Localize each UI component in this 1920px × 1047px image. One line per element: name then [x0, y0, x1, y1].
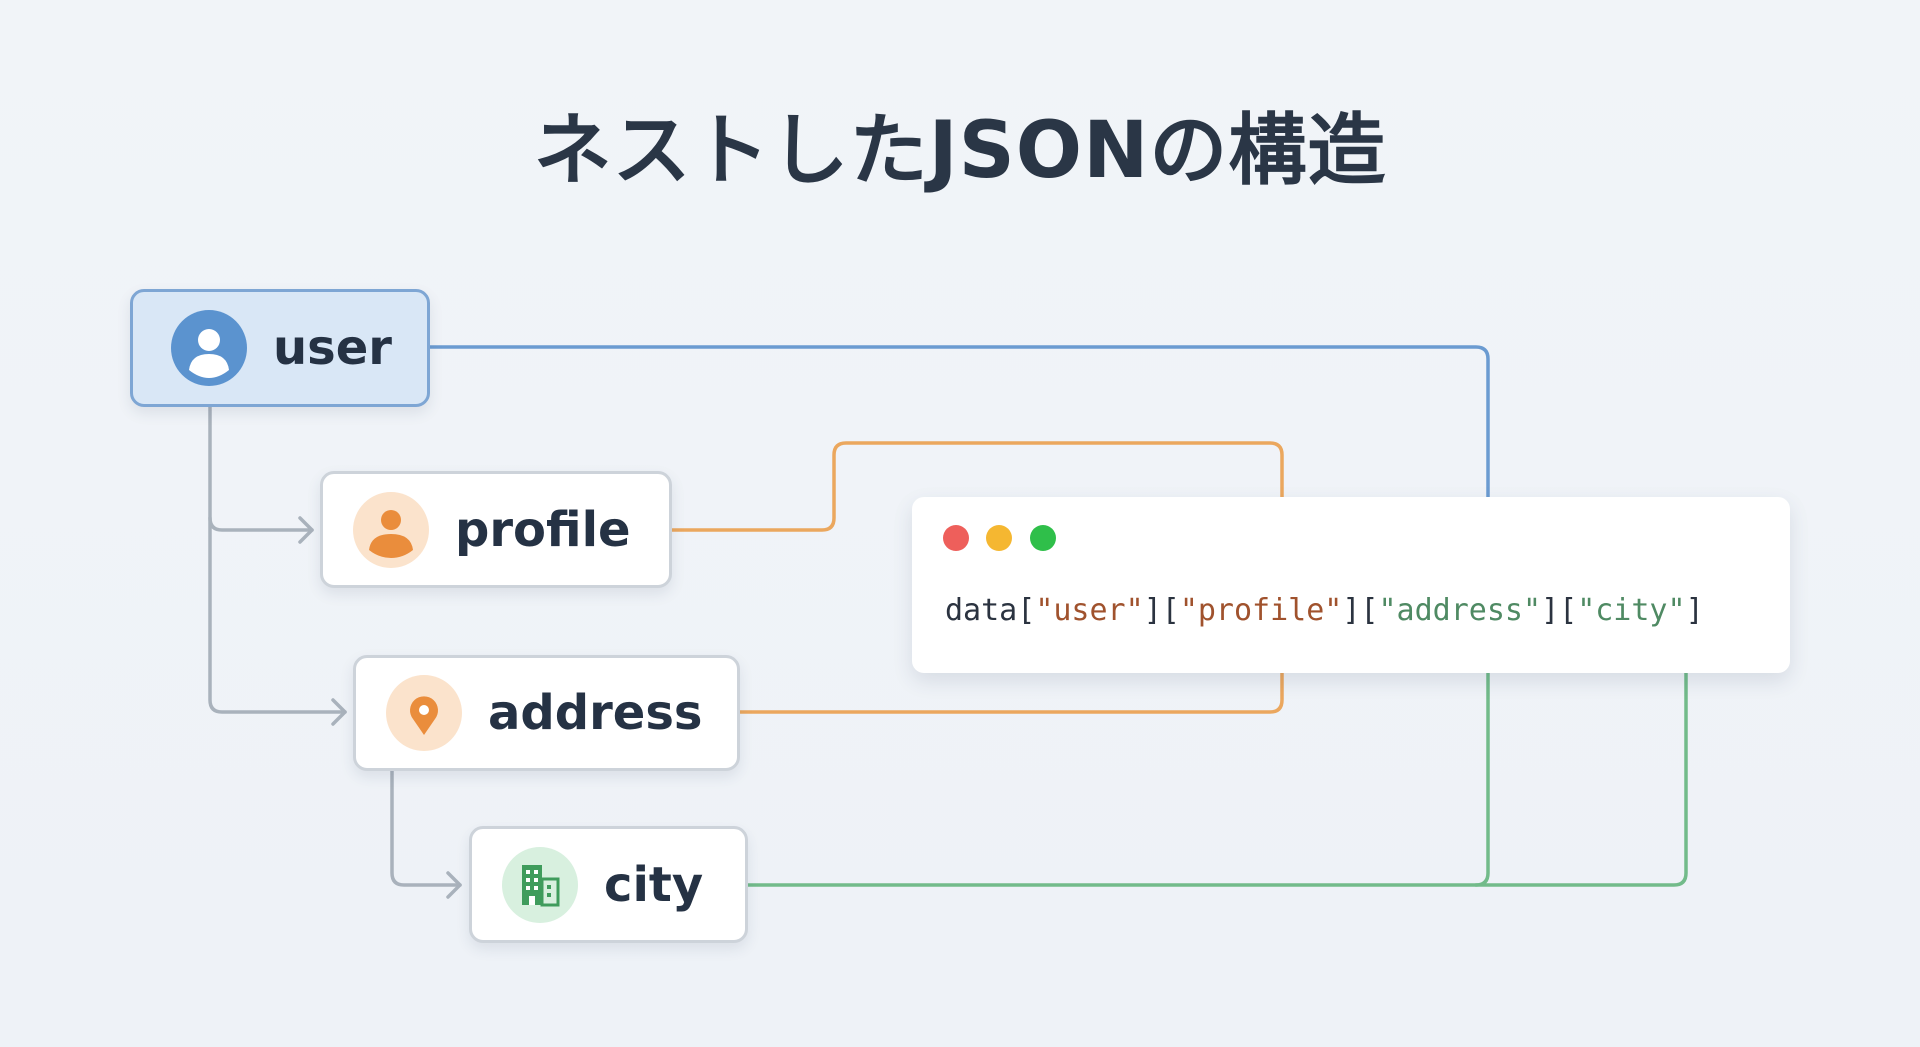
code-expression: data["user"]["profile"]["address"]["city… [945, 593, 1704, 628]
node-label: user [273, 320, 392, 376]
node-city: city [469, 826, 748, 943]
building-icon [502, 846, 578, 923]
city-to-code-arrows [746, 653, 1700, 887]
user-circle-icon [171, 310, 247, 386]
code-key-city: "city" [1577, 593, 1686, 628]
node-label: address [488, 685, 703, 741]
map-pin-icon [386, 675, 462, 751]
node-address: address [353, 655, 740, 771]
code-window: data["user"]["profile"]["address"]["city… [912, 497, 1790, 673]
node-label: profile [455, 501, 631, 558]
node-profile: profile [320, 471, 672, 588]
page-title: ネストしたJSONの構造 [533, 106, 1387, 196]
maximize-dot-icon [1030, 525, 1056, 551]
minimize-dot-icon [986, 525, 1012, 551]
hierarchy-connectors [208, 405, 462, 899]
person-icon [353, 491, 429, 568]
code-key-address: "address" [1378, 593, 1542, 628]
close-dot-icon [943, 525, 969, 551]
node-label: city [604, 856, 704, 913]
code-key-profile: "profile" [1179, 593, 1343, 628]
code-prefix: data [945, 593, 1018, 628]
code-key-user: "user" [1035, 593, 1144, 628]
node-user: user [130, 289, 430, 407]
